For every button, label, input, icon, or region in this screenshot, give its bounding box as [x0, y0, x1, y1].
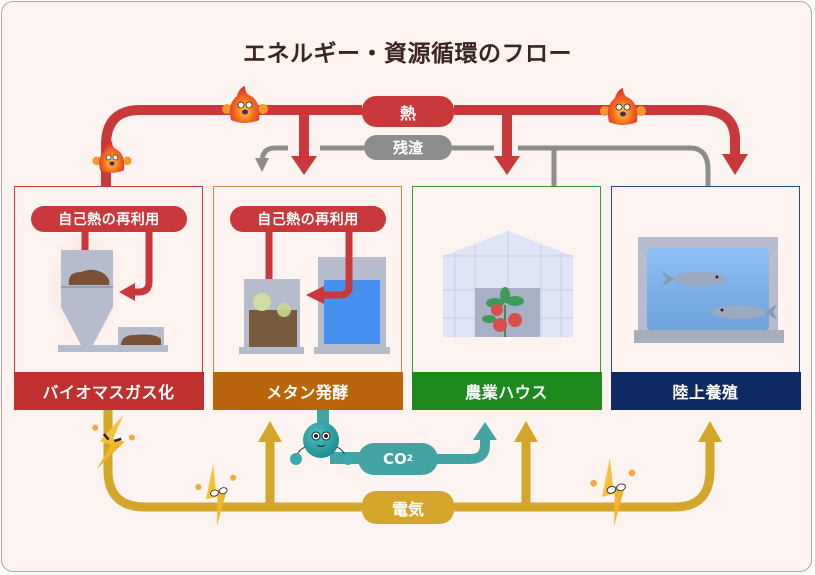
fire-mascot-icon	[222, 86, 268, 123]
electricity-flow	[103, 410, 715, 512]
facility-methane-fermentation: 自己熱の再利用 メタン発酵	[212, 186, 403, 410]
diagram-title: エネルギー・資源循環のフロー	[243, 41, 572, 67]
fire-mascot-icon	[600, 88, 646, 125]
heat-flow	[101, 105, 740, 186]
lightning-mascot-icon	[590, 458, 636, 526]
facility-label: 陸上養殖	[610, 371, 801, 410]
facility-biomass-gasification: 自己熱の再利用 バイオマスガス化	[13, 186, 204, 410]
aquaculture-tank-illustration	[634, 237, 784, 343]
fish-icon	[662, 271, 727, 287]
lightning-mascot-icon	[195, 464, 237, 526]
co2-molecule-mascot-icon	[290, 422, 354, 465]
fire-mascot-icon	[92, 141, 132, 173]
facility-label: 農業ハウス	[411, 371, 602, 410]
residue-line-right	[518, 145, 711, 186]
electricity-label: 電気	[362, 491, 454, 524]
facility-label: メタン発酵	[212, 371, 403, 410]
residue-flow	[259, 145, 711, 186]
co2-arrowhead	[473, 422, 497, 440]
heat-arrowhead-methane	[291, 156, 317, 175]
co2-label-main: CO	[382, 450, 407, 468]
self-heat-reuse-badge: 自己熱の再利用	[230, 206, 386, 232]
electricity-arrowhead-methane	[258, 421, 282, 442]
gasifier-illustration	[40, 217, 168, 357]
electricity-arrowhead-aquaculture	[698, 421, 722, 442]
greenhouse-illustration	[443, 231, 573, 337]
heat-arrowhead-greenhouse	[494, 156, 520, 175]
heat-line-left	[101, 105, 362, 186]
heat-label: 熱	[362, 96, 454, 127]
co2-label-sub: 2	[406, 454, 414, 464]
residue-label: 残渣	[364, 135, 452, 160]
electricity-line-left	[103, 410, 362, 512]
fermenter-illustration	[239, 231, 390, 354]
lightning-mascot-icon	[92, 414, 135, 470]
electricity-line-right	[454, 440, 715, 512]
facility-label: バイオマスガス化	[13, 371, 204, 410]
facility-aquaculture: 陸上養殖	[610, 186, 801, 410]
fish-icon	[712, 304, 777, 320]
heat-arrowhead-aquaculture	[722, 154, 748, 175]
facility-greenhouse: 農業ハウス	[411, 186, 602, 410]
heat-line-right	[454, 105, 740, 158]
electricity-arrowhead-greenhouse	[514, 421, 538, 442]
residue-arrowhead	[255, 158, 269, 172]
self-heat-reuse-badge: 自己熱の再利用	[31, 206, 187, 232]
